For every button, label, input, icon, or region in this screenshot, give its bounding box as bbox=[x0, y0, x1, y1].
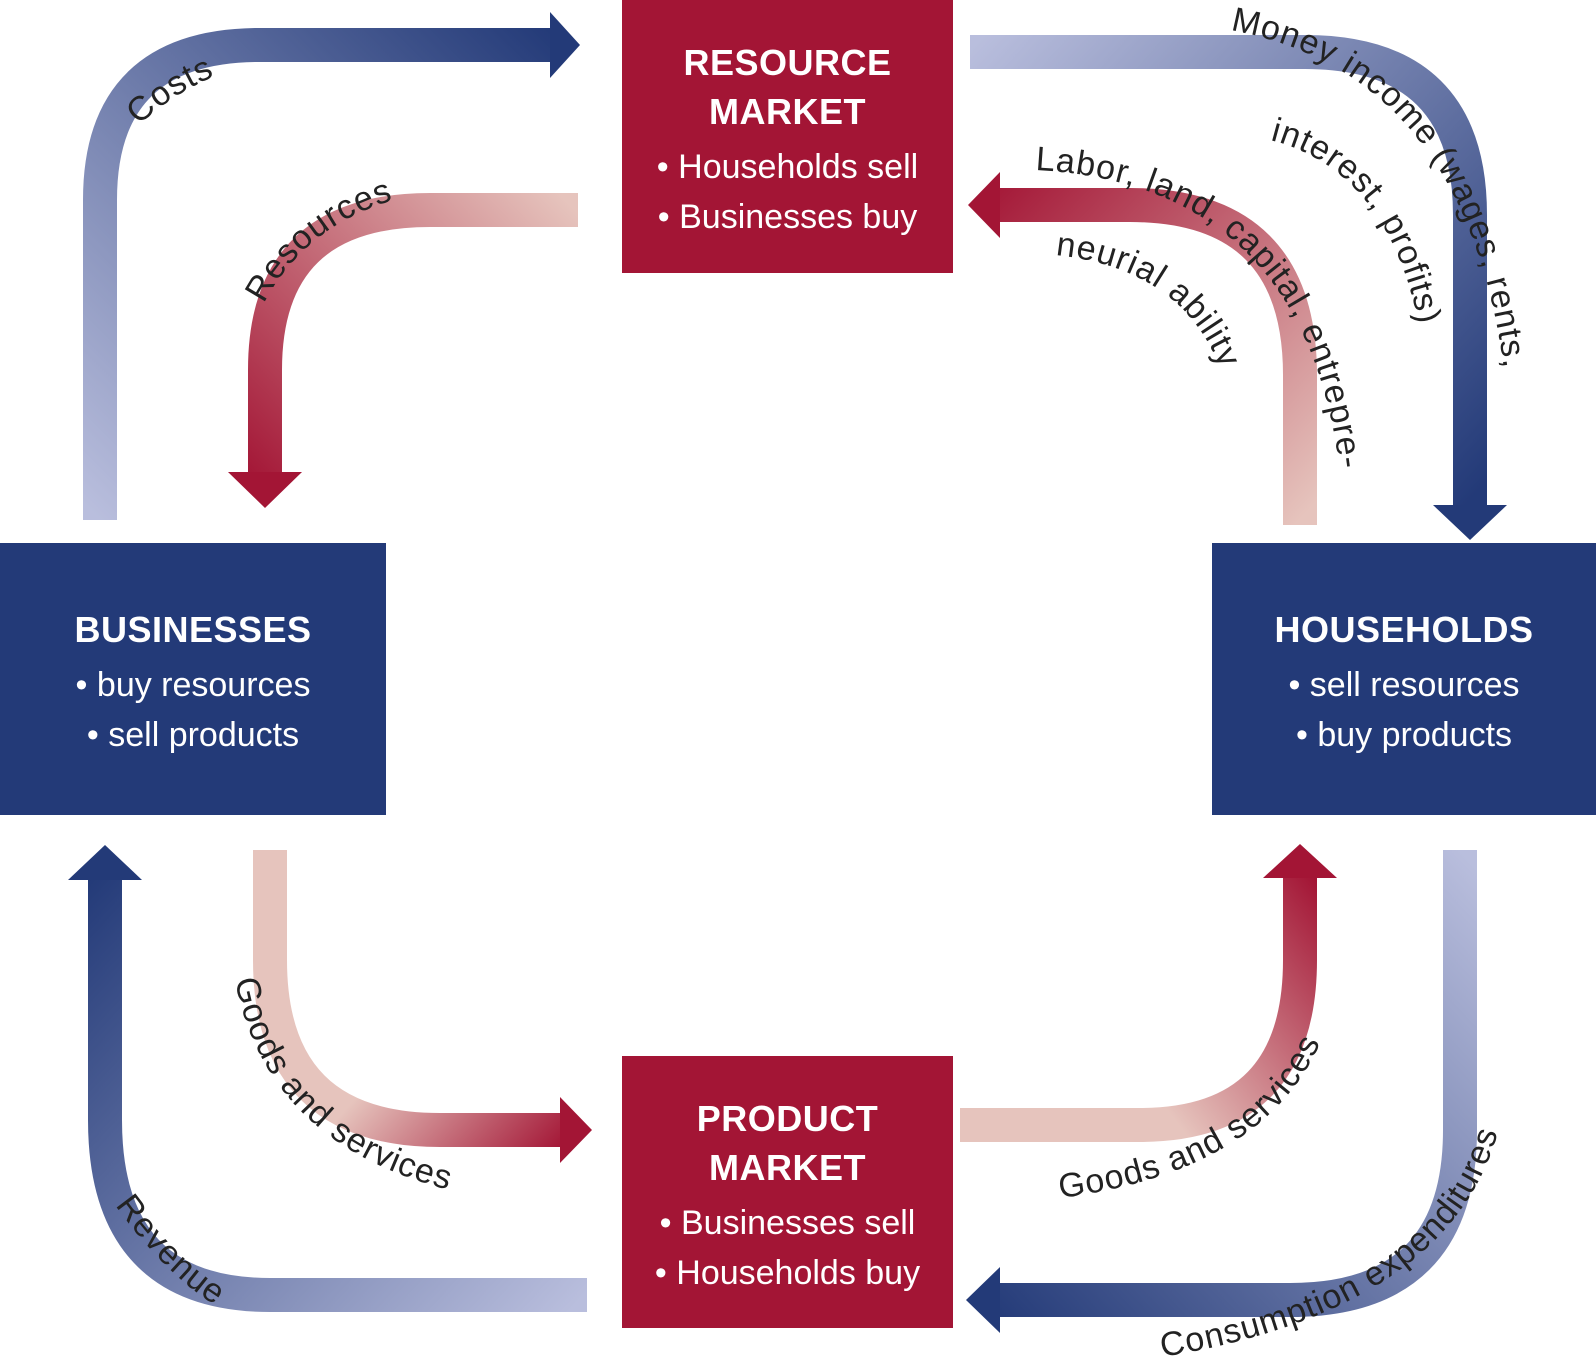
households-box: HOUSEHOLDS sell resources buy products bbox=[1212, 543, 1596, 815]
revenue-arrow bbox=[68, 845, 587, 1312]
product-market-box: PRODUCT MARKET Businesses sell Household… bbox=[622, 1056, 953, 1328]
costs-arrow bbox=[83, 12, 580, 520]
households-item: buy products bbox=[1212, 710, 1596, 760]
product-market-list: Businesses sell Households buy bbox=[622, 1198, 953, 1298]
factors-arrow bbox=[968, 172, 1317, 525]
resource-market-item: Businesses buy bbox=[622, 192, 953, 242]
businesses-item: sell products bbox=[0, 710, 386, 760]
resource-market-box: RESOURCE MARKET Households sell Business… bbox=[622, 0, 953, 273]
resource-market-list: Households sell Businesses buy bbox=[622, 142, 953, 242]
households-title: HOUSEHOLDS bbox=[1274, 609, 1534, 650]
resource-market-item: Households sell bbox=[622, 142, 953, 192]
goods-services-right-arrow bbox=[960, 844, 1337, 1142]
businesses-item: buy resources bbox=[0, 660, 386, 710]
businesses-list: buy resources sell products bbox=[0, 660, 386, 760]
goods-services-left-arrow bbox=[253, 850, 592, 1163]
businesses-title: BUSINESSES bbox=[74, 609, 312, 650]
resources-arrow bbox=[228, 193, 578, 508]
businesses-box: BUSINESSES buy resources sell products bbox=[0, 543, 386, 815]
money-income-arrow bbox=[970, 35, 1507, 540]
resources-label: Resources bbox=[238, 171, 397, 307]
households-item: sell resources bbox=[1212, 660, 1596, 710]
product-market-item: Households buy bbox=[622, 1248, 953, 1298]
product-market-title: PRODUCT MARKET bbox=[696, 1098, 879, 1188]
resource-market-title: RESOURCE MARKET bbox=[683, 42, 892, 132]
households-list: sell resources buy products bbox=[1212, 660, 1596, 760]
consumption-arrow bbox=[966, 850, 1477, 1333]
goods-services-left-label: Goods and services bbox=[227, 973, 457, 1197]
factors-label-line2: neurial ability bbox=[1054, 225, 1248, 373]
product-market-item: Businesses sell bbox=[622, 1198, 953, 1248]
